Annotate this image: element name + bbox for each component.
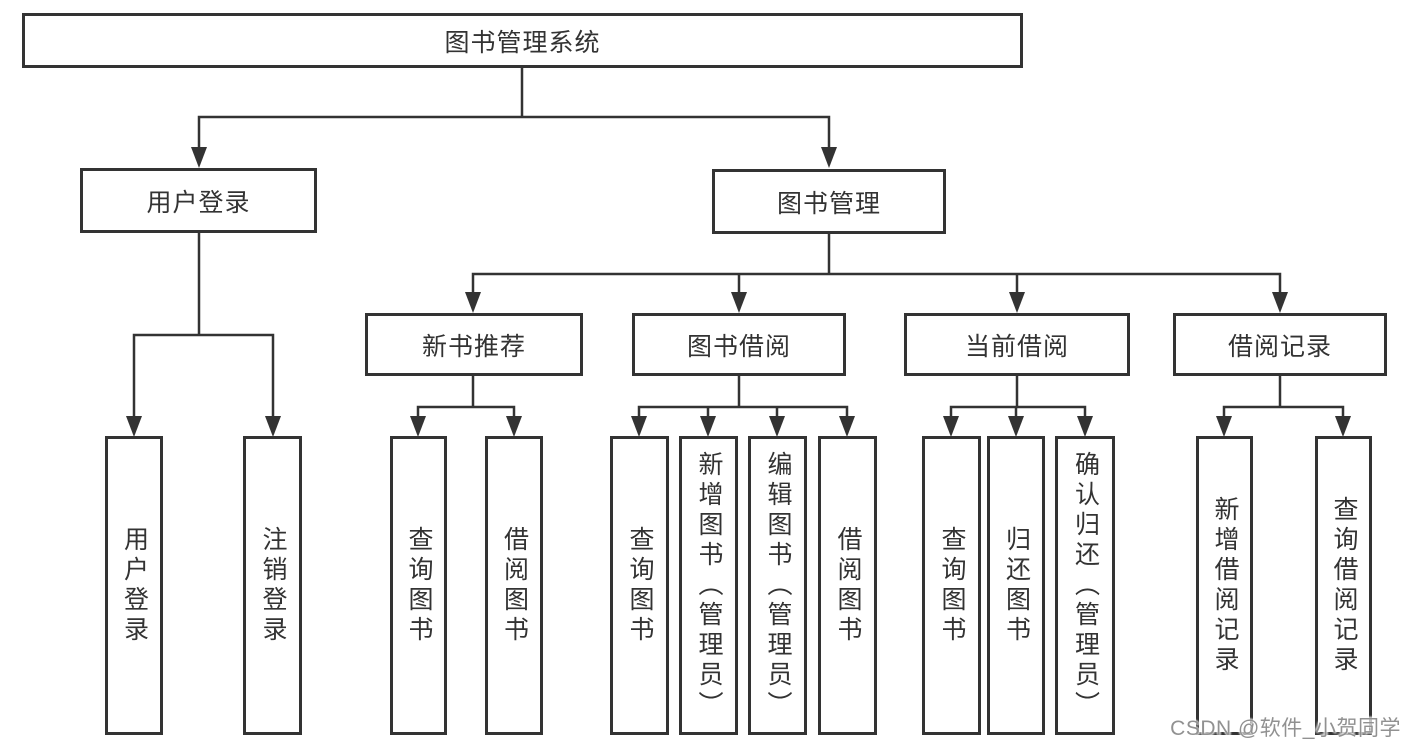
- leaf-label: 查询图书: [938, 525, 966, 646]
- leaf-label: 借阅图书: [500, 525, 529, 646]
- node-book-borrowing: 图书借阅: [632, 313, 846, 376]
- leaf-label: 查询借阅记录: [1330, 495, 1358, 676]
- node-book-management: 图书管理: [712, 169, 946, 234]
- leaf-label: 查询图书: [626, 525, 654, 646]
- node-label: 图书管理系统: [444, 28, 601, 57]
- leaf-user-login: 用户登录: [105, 436, 163, 735]
- leaf-add-books-admin: 新增图书（管理员）: [679, 436, 738, 735]
- leaf-query-borrow-record: 查询借阅记录: [1315, 436, 1372, 735]
- csdn-watermark: CSDN @软件_小贺同学: [1170, 717, 1401, 740]
- leaf-label: 编辑图书（管理员）: [764, 450, 792, 721]
- node-label: 图书管理: [776, 189, 881, 218]
- leaf-label: 确认归还（管理员）: [1071, 450, 1100, 721]
- leaf-query-books: 查询图书: [390, 436, 447, 735]
- leaf-label: 注销登录: [259, 525, 287, 646]
- node-new-book-recommendation: 新书推荐: [365, 313, 583, 376]
- node-label: 借阅记录: [1227, 332, 1332, 361]
- leaf-edit-books-admin: 编辑图书（管理员）: [748, 436, 807, 735]
- node-label: 当前借阅: [964, 332, 1069, 361]
- leaf-logout-login: 注销登录: [243, 436, 302, 735]
- leaf-borrow-books: 借阅图书: [818, 436, 877, 735]
- leaf-borrow-books: 借阅图书: [485, 436, 543, 735]
- leaf-label: 新增图书（管理员）: [695, 450, 723, 721]
- leaf-label: 查询图书: [405, 525, 433, 646]
- node-label: 用户登录: [146, 188, 251, 217]
- leaf-query-books: 查询图书: [922, 436, 981, 735]
- node-borrowing-records: 借阅记录: [1173, 313, 1387, 376]
- leaf-label: 用户登录: [120, 525, 149, 646]
- leaf-label: 新增借阅记录: [1211, 495, 1239, 676]
- leaf-label: 借阅图书: [834, 525, 862, 646]
- node-library-management-system: 图书管理系统: [22, 13, 1023, 68]
- leaf-query-books: 查询图书: [610, 436, 669, 735]
- node-current-borrowing: 当前借阅: [904, 313, 1130, 376]
- node-label: 图书借阅: [686, 332, 791, 361]
- node-user-login: 用户登录: [80, 168, 317, 233]
- node-label: 新书推荐: [421, 332, 526, 361]
- leaf-return-books: 归还图书: [987, 436, 1045, 735]
- leaf-label: 归还图书: [1002, 525, 1031, 646]
- leaf-add-borrow-record: 新增借阅记录: [1196, 436, 1253, 735]
- arrowheads: [126, 147, 1351, 437]
- leaf-confirm-return-admin: 确认归还（管理员）: [1055, 436, 1115, 735]
